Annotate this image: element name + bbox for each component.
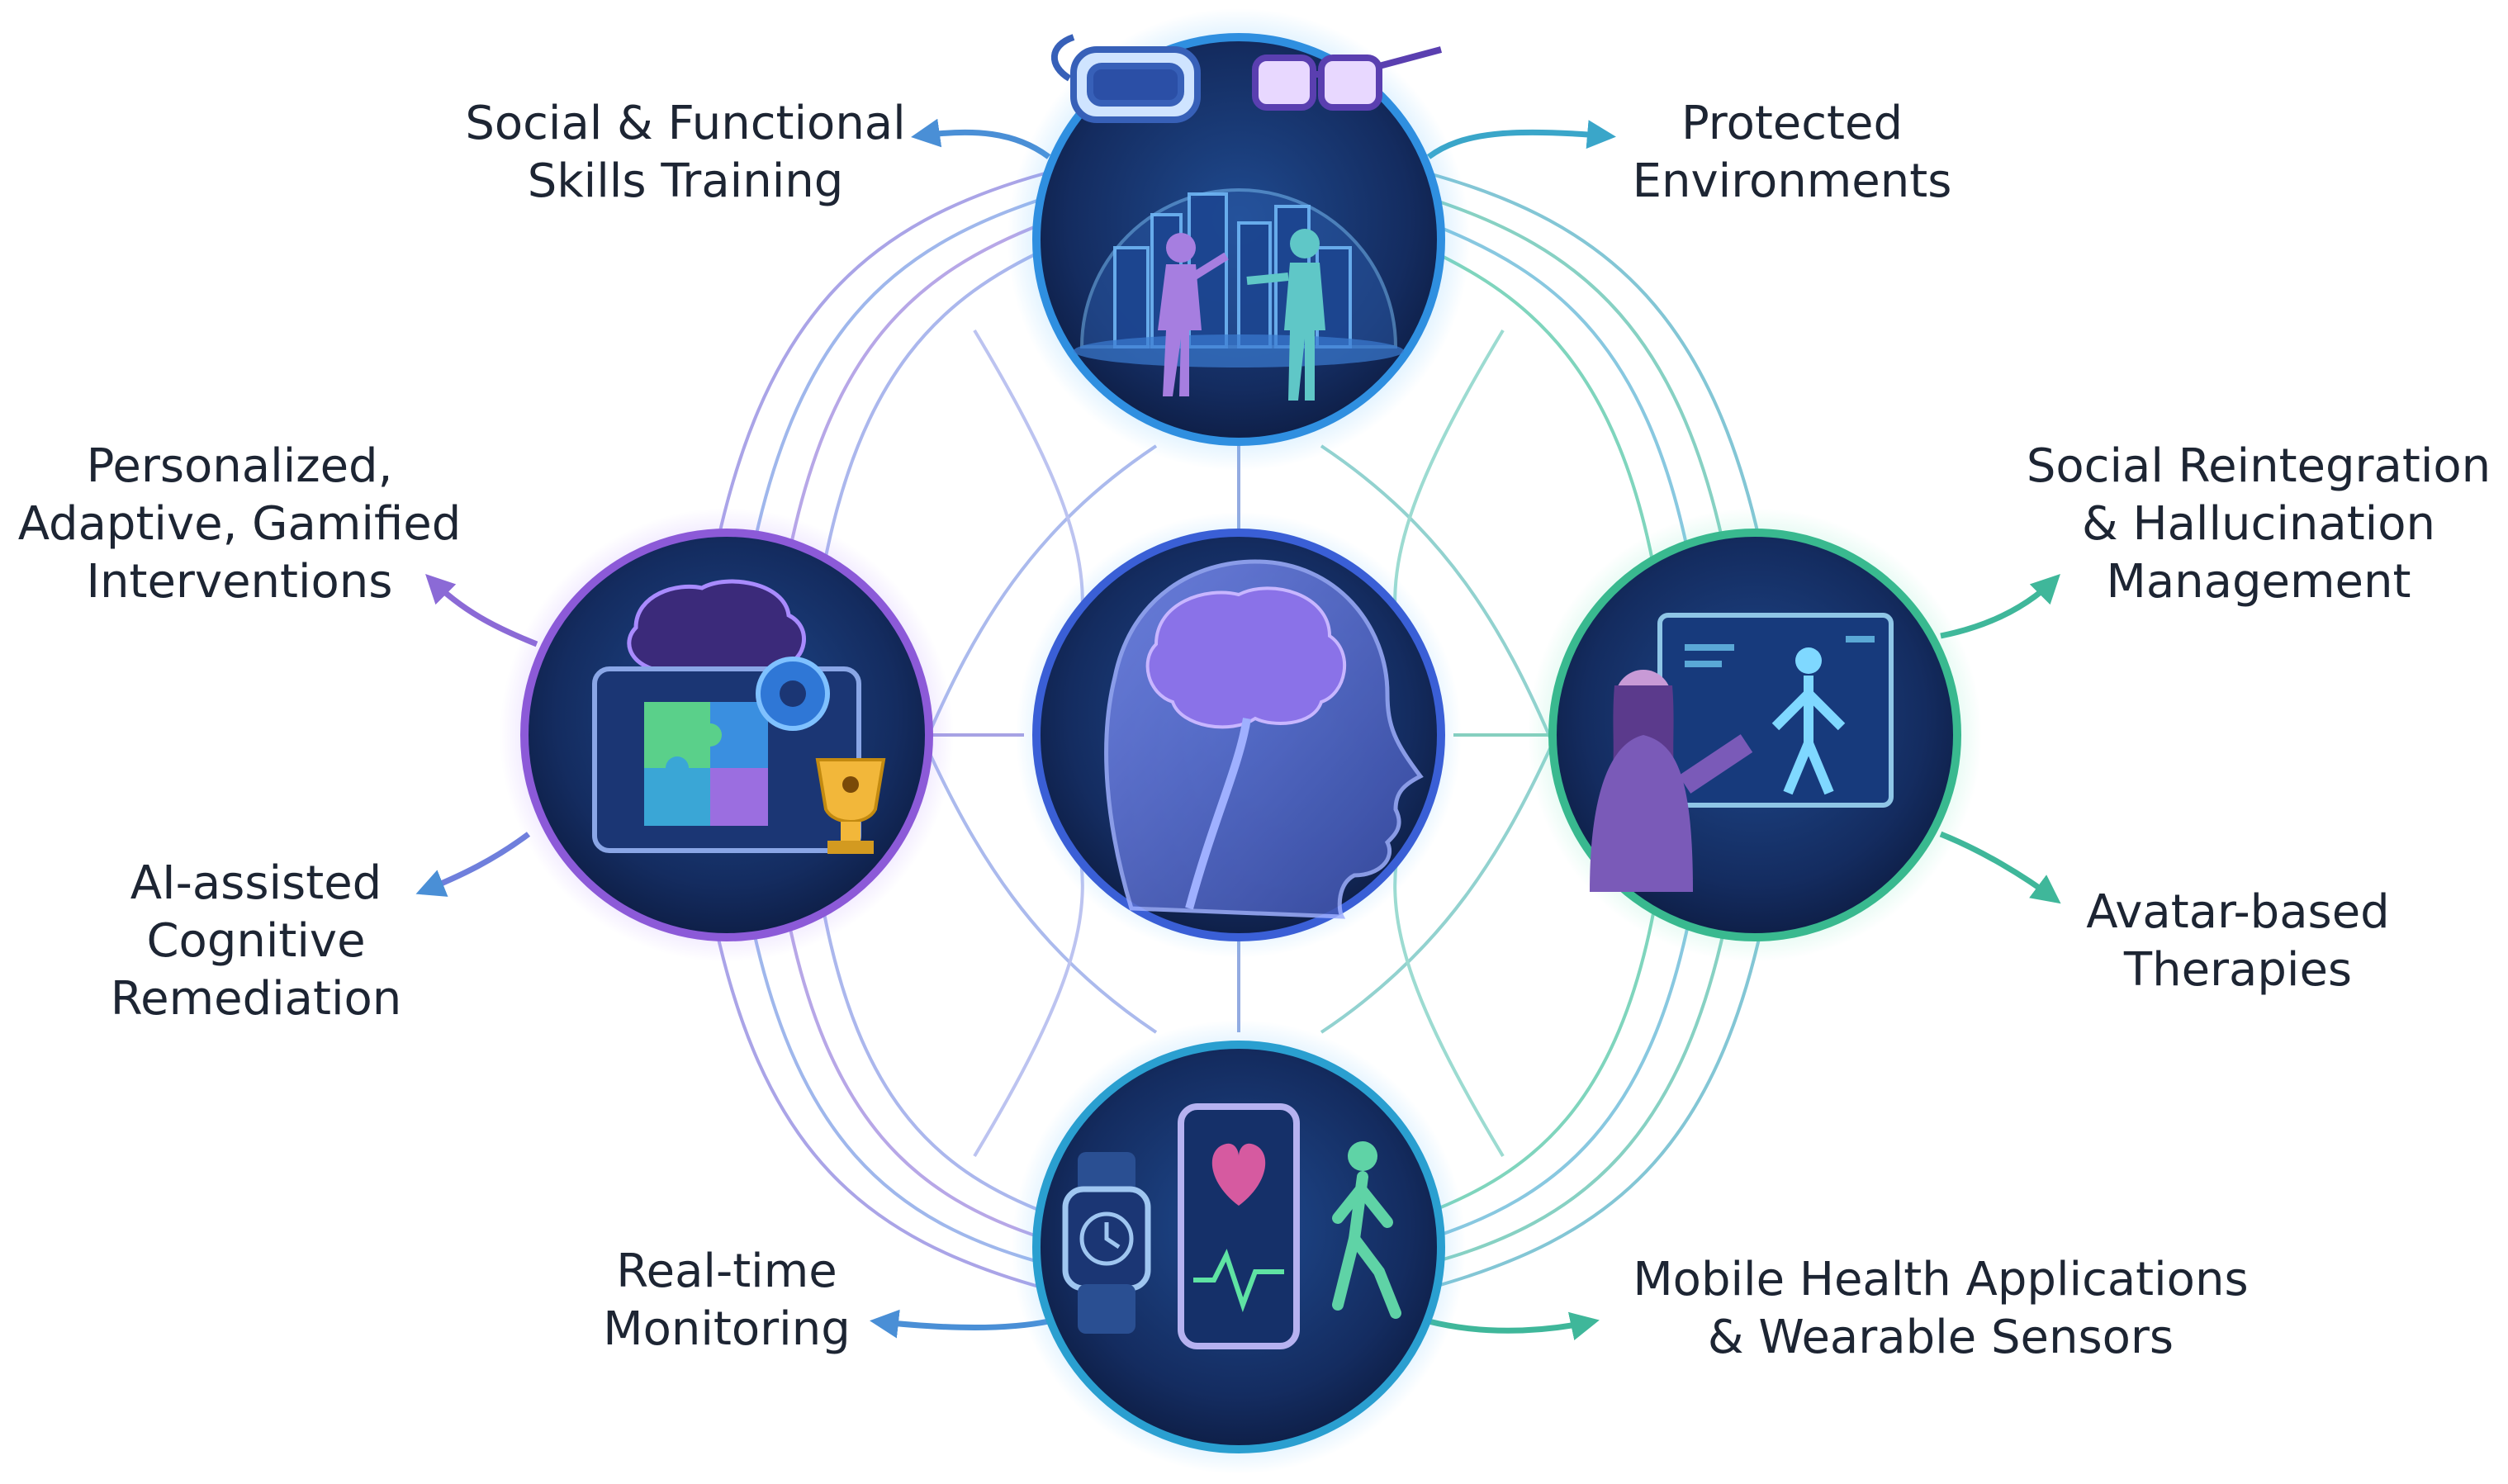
arrow-avatar xyxy=(1941,834,2056,900)
phone-heart-icon xyxy=(1181,1107,1297,1346)
label-personalized: Personalized, Adaptive, Gamified Interve… xyxy=(8,438,471,611)
hub-center-brain xyxy=(1016,512,1462,958)
label-protected-env: Protected Environments xyxy=(1619,95,1965,211)
puzzle-icon xyxy=(644,702,768,826)
label-avatar: Avatar-based Therapies xyxy=(2065,884,2411,999)
arrow-ai-cognitive xyxy=(421,834,529,892)
label-social-functional: Social & Functional Skills Training xyxy=(446,95,925,211)
label-mobile: Mobile Health Applications & Wearable Se… xyxy=(1602,1251,2279,1367)
hub-left-gamified xyxy=(500,508,954,962)
vr-headset-icon xyxy=(1055,37,1197,120)
hub-bottom-wearables xyxy=(1012,1020,1466,1474)
arrow-mobile xyxy=(1429,1321,1594,1330)
label-social-reintegration: Social Reintegration & Hallucination Man… xyxy=(2023,438,2494,611)
hub-right-avatar xyxy=(1528,508,1982,962)
arrow-protected-env xyxy=(1429,132,1610,157)
smartwatch-icon xyxy=(1065,1152,1148,1334)
label-ai-cognitive: AI-assisted Cognitive Remediation xyxy=(91,855,421,1028)
label-realtime: Real-time Monitoring xyxy=(578,1243,875,1358)
arrow-realtime xyxy=(875,1321,1049,1328)
brain-icon xyxy=(1148,588,1345,727)
gear-icon xyxy=(758,659,827,728)
